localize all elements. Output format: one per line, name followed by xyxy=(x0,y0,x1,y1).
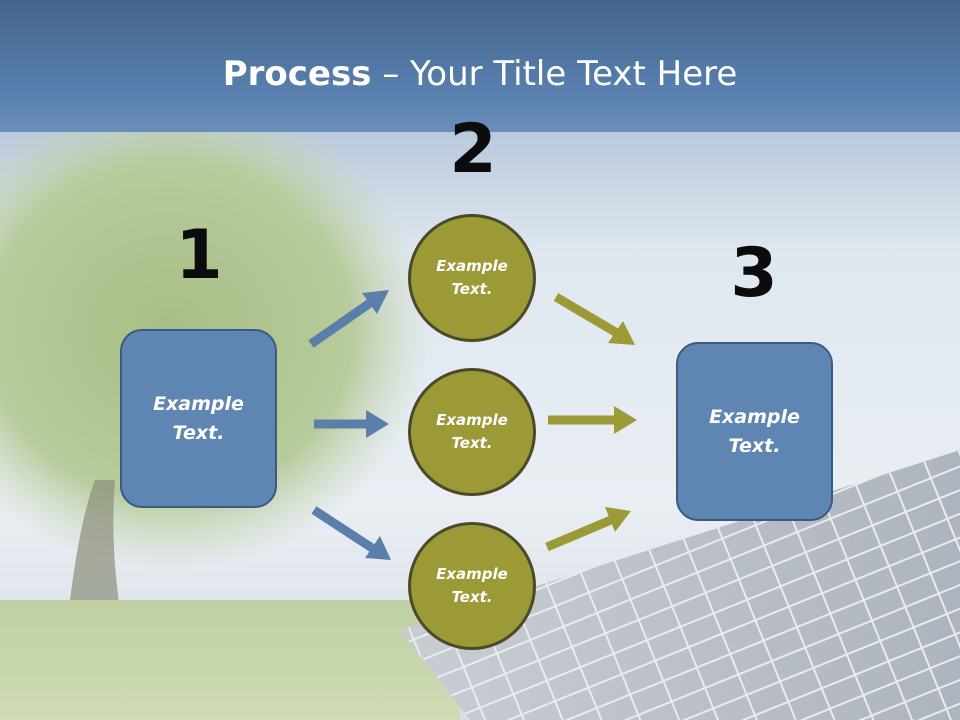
step-2-circle-bottom: Example Text. xyxy=(408,522,536,650)
olive-arrow-right xyxy=(548,406,637,434)
blue-arrow-up xyxy=(308,290,389,348)
title-band xyxy=(0,0,960,132)
step-number-2: 2 xyxy=(449,110,497,189)
olive-arrow-up xyxy=(545,507,631,552)
step-2-circle-middle: Example Text. xyxy=(408,368,536,496)
step-2-circle-top: Example Text. xyxy=(408,214,536,342)
olive-arrow-down xyxy=(553,293,635,345)
title-rest: – Your Title Text Here xyxy=(371,54,738,94)
blue-arrow-right xyxy=(314,410,389,438)
step-3-box: Example Text. xyxy=(676,342,833,521)
step-number-1: 1 xyxy=(175,216,223,295)
step-1-box: Example Text. xyxy=(120,329,277,508)
slide-title: Process – Your Title Text Here xyxy=(0,52,960,96)
title-bold: Process xyxy=(222,54,372,94)
blue-arrow-down xyxy=(311,506,391,560)
step-number-3: 3 xyxy=(730,234,778,313)
